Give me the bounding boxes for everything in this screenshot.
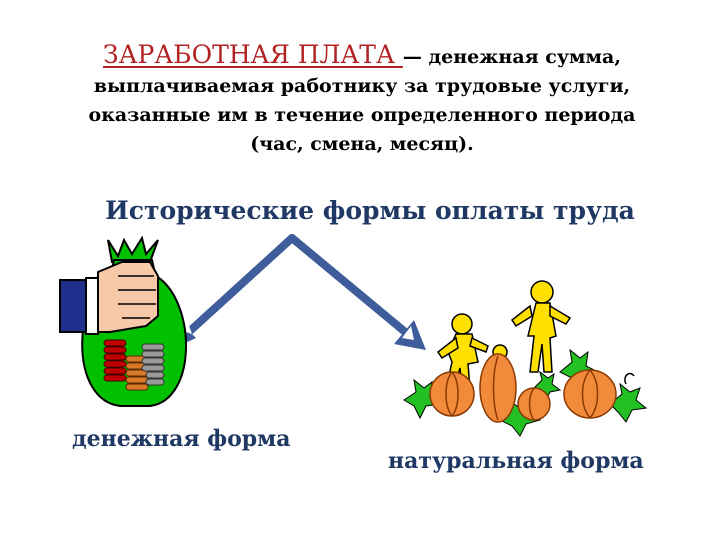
subtitle: Исторические формы оплаты труда [105,196,635,225]
definition-text: денежная сумма, выплачиваемая работнику … [88,46,636,155]
definition-term: ЗАРАБОТНАЯ ПЛАТА [103,40,403,69]
definition: ЗАРАБОТНАЯ ПЛАТА — денежная сумма, выпла… [62,40,662,159]
pumpkins-icon [403,348,648,437]
hand-icon [97,261,159,333]
people-icon [436,280,572,389]
natural-form-label: натуральная форма [388,448,644,474]
money-form-label: денежная форма [72,426,291,452]
coins-icon [103,339,165,391]
definition-dash: — [402,46,422,68]
